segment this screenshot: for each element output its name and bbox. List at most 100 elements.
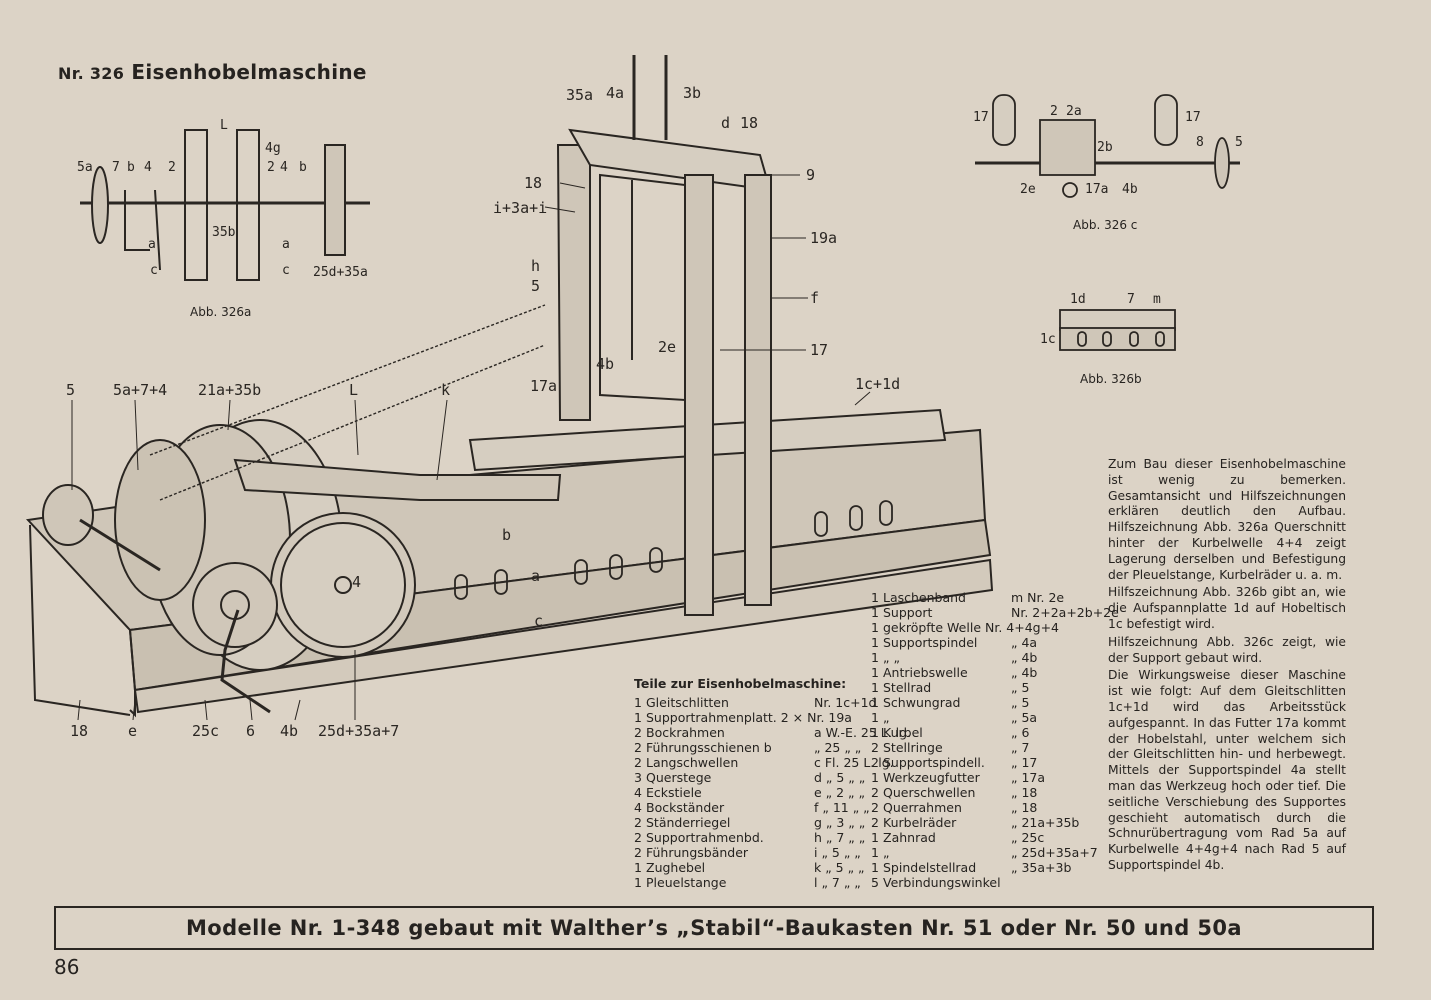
label-a-c: c xyxy=(150,263,158,278)
label-m-b: b xyxy=(502,526,512,544)
label-m-19a: 19a xyxy=(810,229,838,247)
label-m-1c1d: 1c+1d xyxy=(855,375,901,393)
label-c-2e: 2e xyxy=(1020,182,1036,197)
label-a-b2: b xyxy=(299,160,307,175)
label-m-25c: 25c xyxy=(192,722,220,740)
label-c-17b: 17 xyxy=(1185,110,1201,125)
label-m-i3ai: i+3a+i xyxy=(493,199,548,217)
label-m-c: c xyxy=(534,612,544,630)
label-m-9: 9 xyxy=(806,166,816,184)
label-m-d: d xyxy=(721,114,731,132)
label-m-4: 4 xyxy=(352,573,362,591)
description-paragraph: Die Wirkungsweise dieser Maschine ist wi… xyxy=(1108,668,1346,872)
model-name: Eisenhobelmaschine xyxy=(131,60,367,84)
abb-326b-drawing xyxy=(1059,309,1176,351)
footer-banner: Modelle Nr. 1-348 gebaut mit Walther’s „… xyxy=(54,906,1374,950)
label-m-k: k xyxy=(441,381,451,399)
label-m-5top: 5 xyxy=(531,277,541,295)
label-m-5a74: 5a+7+4 xyxy=(113,381,168,399)
caption-abb-326c: Abb. 326 c xyxy=(1073,218,1138,232)
label-a-25d35a: 25d+35a xyxy=(313,265,368,280)
label-a-4: 4 xyxy=(144,160,152,175)
label-a-a2: a xyxy=(282,237,290,252)
label-m-4b: 4b xyxy=(596,355,615,373)
label-m-18b: 18 xyxy=(524,174,543,192)
page-title: Nr. 326 Eisenhobelmaschine xyxy=(58,60,367,84)
description-text: Zum Bau dieser Eisenhobelmaschine ist we… xyxy=(1108,457,1346,876)
label-a-5a: 5a xyxy=(77,160,93,175)
label-m-h: h xyxy=(531,257,541,275)
label-b-m: m xyxy=(1153,292,1161,307)
label-m-L: L xyxy=(349,381,359,399)
label-a-4b: 4 xyxy=(280,160,288,175)
label-b-1c: 1c xyxy=(1040,332,1056,347)
label-m-35a: 35a xyxy=(566,86,594,104)
label-m-18c: 18 xyxy=(70,722,89,740)
label-m-17: 17 xyxy=(810,341,829,359)
page-number: 86 xyxy=(54,955,80,979)
abb-326c-drawing xyxy=(975,94,1240,198)
label-m-6: 6 xyxy=(246,722,256,740)
description-paragraph: Zum Bau dieser Eisenhobelmaschine ist we… xyxy=(1108,457,1346,582)
label-c-4b: 4b xyxy=(1122,182,1138,197)
label-m-18: 18 xyxy=(740,114,759,132)
label-a-35b: 35b xyxy=(212,225,236,240)
label-a-a: a xyxy=(148,237,156,252)
label-m-f: f xyxy=(810,289,820,307)
label-a-c2: c xyxy=(282,263,290,278)
label-c-2: 2 xyxy=(1050,104,1058,119)
label-b-1d: 1d xyxy=(1070,292,1086,307)
label-a-7: 7 xyxy=(112,160,120,175)
label-m-25d35a7: 25d+35a+7 xyxy=(318,722,400,740)
label-c-2a: 2a xyxy=(1066,104,1082,119)
label-m-4b2: 4b xyxy=(280,722,299,740)
label-b-7: 7 xyxy=(1127,292,1135,307)
abb-326a-drawing xyxy=(80,129,370,281)
list-item: 1„ „„ 4b xyxy=(871,650,1038,665)
label-m-a: a xyxy=(531,567,541,585)
label-m-3b: 3b xyxy=(683,84,702,102)
label-c-8: 8 xyxy=(1196,135,1204,150)
label-c-17a: 17a xyxy=(1085,182,1109,197)
label-a-2: 2 xyxy=(168,160,176,175)
label-m-e: e xyxy=(128,722,138,740)
label-m-17a: 17a xyxy=(530,377,558,395)
model-number: Nr. 326 xyxy=(58,64,125,83)
label-c-2b: 2b xyxy=(1097,140,1113,155)
caption-abb-326b: Abb. 326b xyxy=(1080,372,1142,386)
label-a-2b: 2 xyxy=(267,160,275,175)
caption-abb-326a: Abb. 326a xyxy=(190,305,252,319)
label-m-21a35b: 21a+35b xyxy=(198,381,262,399)
label-a-b: b xyxy=(127,160,135,175)
